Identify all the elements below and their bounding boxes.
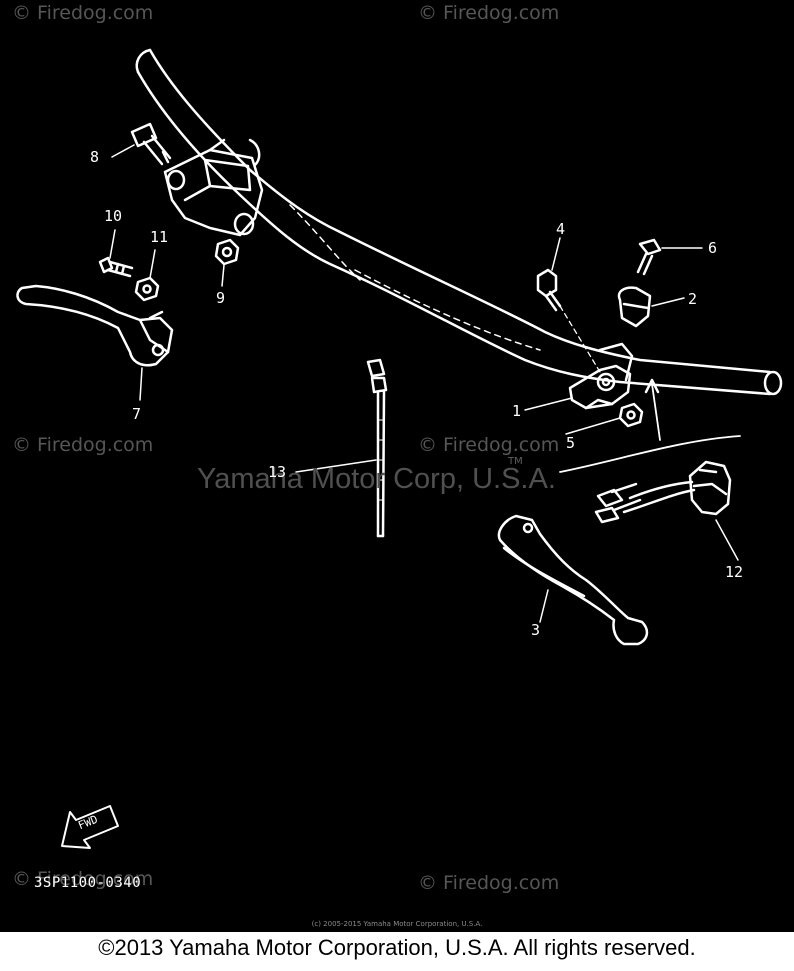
nut-9 xyxy=(214,238,240,287)
switch-12 xyxy=(594,460,739,561)
trademark-mark: TM xyxy=(508,456,523,467)
watermark-mid-left: © Firedog.com xyxy=(12,434,154,456)
lever-7 xyxy=(16,284,174,401)
master-cylinder xyxy=(163,138,264,237)
watermark-mid-right: © Firedog.com xyxy=(418,434,560,456)
parts-diagram: © Firedog.com © Firedog.com © Firedog.co… xyxy=(0,0,794,932)
fwd-arrow xyxy=(61,805,119,849)
part-label-12: 12 xyxy=(725,563,744,581)
part-label-3: 3 xyxy=(531,621,541,639)
part-label-9: 9 xyxy=(216,289,226,307)
part-label-10: 10 xyxy=(104,207,123,225)
bolt-10 xyxy=(98,229,134,278)
small-copyright: (c) 2005-2015 Yamaha Motor Corporation, … xyxy=(311,920,483,928)
watermark-top-right: © Firedog.com xyxy=(418,2,560,24)
lever-3 xyxy=(497,514,649,646)
watermark-bottom-right: © Firedog.com xyxy=(418,872,560,894)
lever-holder-1 xyxy=(524,342,634,411)
part-label-13: 13 xyxy=(268,463,287,481)
part-label-1: 1 xyxy=(512,402,522,420)
clamp-2 xyxy=(617,286,685,328)
watermark-bottom-left: © Firedog.com xyxy=(12,868,154,890)
part-label-7: 7 xyxy=(132,405,142,423)
center-watermark: Yamaha Motor Corp, U.S.A. xyxy=(197,463,556,495)
watermark-top-left: © Firedog.com xyxy=(12,2,154,24)
nut-5 xyxy=(565,402,644,435)
part-label-6: 6 xyxy=(708,239,718,257)
bolt-4 xyxy=(536,237,601,373)
nut-11 xyxy=(134,249,160,302)
diagram-code: 3SP1100-0340 xyxy=(34,875,142,891)
cable-tie-13 xyxy=(295,358,388,538)
bolt-6 xyxy=(636,238,703,276)
part-label-11: 11 xyxy=(150,228,169,246)
bolt-8 xyxy=(111,122,172,166)
diagram-drawing xyxy=(16,48,783,849)
footer-copyright: ©2013 Yamaha Motor Corporation, U.S.A. A… xyxy=(98,935,696,960)
part-label-8: 8 xyxy=(90,148,100,166)
part-label-5: 5 xyxy=(566,434,576,452)
part-label-2: 2 xyxy=(688,290,698,308)
handlebar xyxy=(135,48,783,396)
part-label-4: 4 xyxy=(556,220,566,238)
pointer-arrow xyxy=(559,378,741,473)
